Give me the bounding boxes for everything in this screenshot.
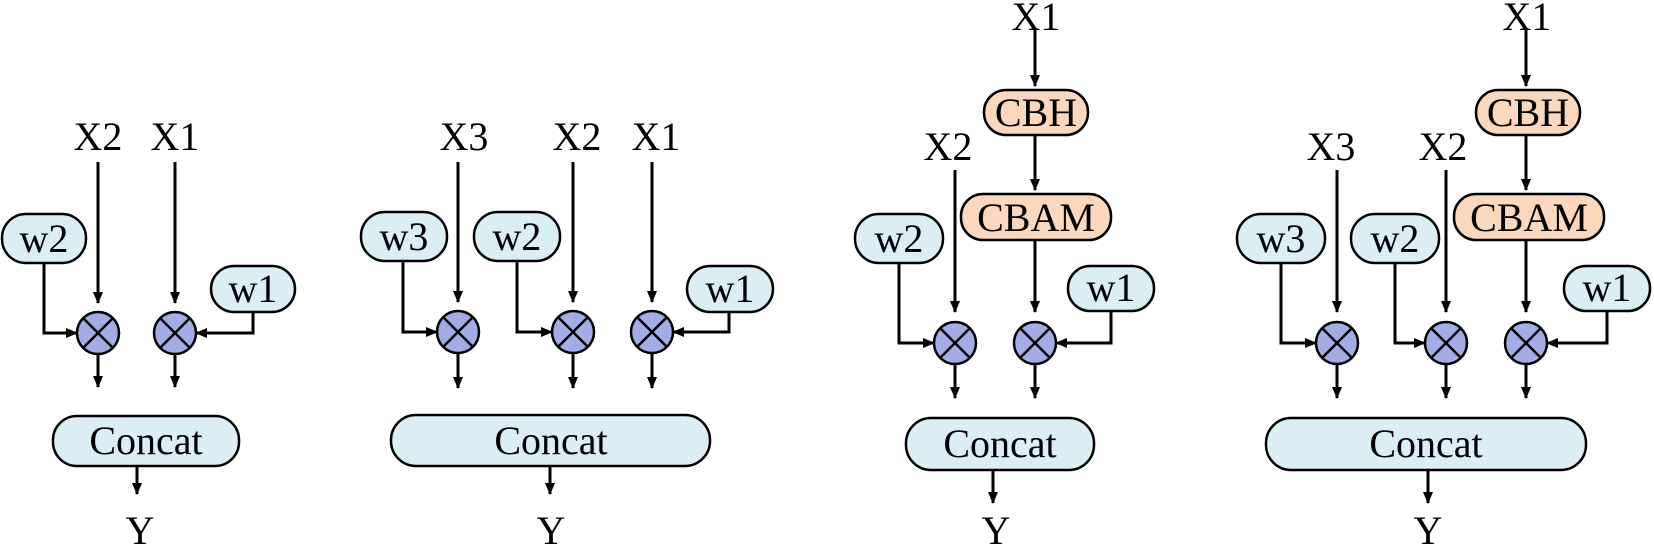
weight-node: w1 bbox=[209, 264, 297, 314]
module-node-cbh: CBH bbox=[982, 88, 1090, 137]
multiply-icon bbox=[1503, 320, 1549, 366]
output-label: Y bbox=[126, 508, 155, 546]
weight-label: w1 bbox=[1087, 265, 1136, 310]
diagram-1: X2 X1 w2 w1 Concat Y bbox=[0, 114, 297, 546]
multiply-icon bbox=[435, 309, 481, 355]
weight-label: w1 bbox=[229, 266, 278, 311]
weight-node: w3 bbox=[359, 210, 449, 263]
module-node-cbh: CBH bbox=[1474, 88, 1582, 137]
weight-node: w1 bbox=[1066, 264, 1156, 313]
multiply-icon bbox=[1012, 320, 1058, 366]
diagram-4: X3 X2 X1 CBH CBAM w3 w2 w1 bbox=[1235, 0, 1652, 546]
output-label: Y bbox=[1414, 508, 1443, 546]
input-label: X1 bbox=[632, 114, 681, 159]
input-label: X3 bbox=[440, 114, 489, 159]
multiply-icon bbox=[932, 320, 978, 366]
module-node-cbam: CBAM bbox=[959, 192, 1113, 242]
weight-node: w2 bbox=[1349, 212, 1441, 265]
concat-node: Concat bbox=[1264, 416, 1588, 472]
concat-label: Concat bbox=[89, 418, 202, 463]
weight-label: w1 bbox=[706, 266, 755, 311]
input-label: X2 bbox=[1419, 124, 1468, 169]
weight-label: w2 bbox=[875, 216, 924, 261]
module-label: CBAM bbox=[1470, 195, 1588, 240]
input-label: X2 bbox=[553, 114, 602, 159]
weight-label: w2 bbox=[1371, 216, 1420, 261]
concat-label: Concat bbox=[494, 418, 607, 463]
weight-node: w2 bbox=[853, 212, 945, 265]
multiply-icon bbox=[1423, 320, 1469, 366]
input-label: X1 bbox=[1503, 0, 1552, 39]
weight-node: w3 bbox=[1235, 212, 1327, 265]
diagram-2: X3 X2 X1 w3 w2 w1 bbox=[359, 114, 775, 546]
multiply-icon bbox=[629, 309, 675, 355]
concat-node: Concat bbox=[904, 416, 1096, 472]
output-label: Y bbox=[982, 508, 1011, 546]
concat-label: Concat bbox=[943, 421, 1056, 466]
weight-node: w2 bbox=[0, 212, 88, 265]
weight-node: w1 bbox=[685, 264, 775, 314]
module-label: CBH bbox=[1487, 90, 1569, 135]
weight-label: w1 bbox=[1583, 265, 1632, 310]
weight-node: w1 bbox=[1562, 264, 1652, 313]
weight-label: w2 bbox=[493, 214, 542, 259]
input-label: X1 bbox=[151, 114, 200, 159]
multiply-icon bbox=[75, 310, 121, 356]
module-node-cbam: CBAM bbox=[1452, 192, 1606, 242]
input-label: X1 bbox=[1012, 0, 1061, 39]
multiply-icon bbox=[152, 310, 198, 356]
multiply-icon bbox=[1314, 320, 1360, 366]
diagram-3: X2 X1 CBH CBAM w2 w1 bbox=[853, 0, 1156, 546]
module-label: CBH bbox=[995, 90, 1077, 135]
input-label: X3 bbox=[1307, 124, 1356, 169]
concat-node: Concat bbox=[51, 414, 241, 468]
concat-label: Concat bbox=[1369, 421, 1482, 466]
weight-label: w3 bbox=[380, 214, 429, 259]
input-label: X2 bbox=[74, 114, 123, 159]
concat-node: Concat bbox=[389, 413, 712, 468]
weight-node: w2 bbox=[472, 210, 562, 263]
weight-label: w3 bbox=[1257, 216, 1306, 261]
input-label: X2 bbox=[924, 124, 973, 169]
output-label: Y bbox=[537, 508, 566, 546]
module-label: CBAM bbox=[977, 195, 1095, 240]
weight-label: w2 bbox=[20, 216, 69, 261]
multiply-icon bbox=[550, 309, 596, 355]
